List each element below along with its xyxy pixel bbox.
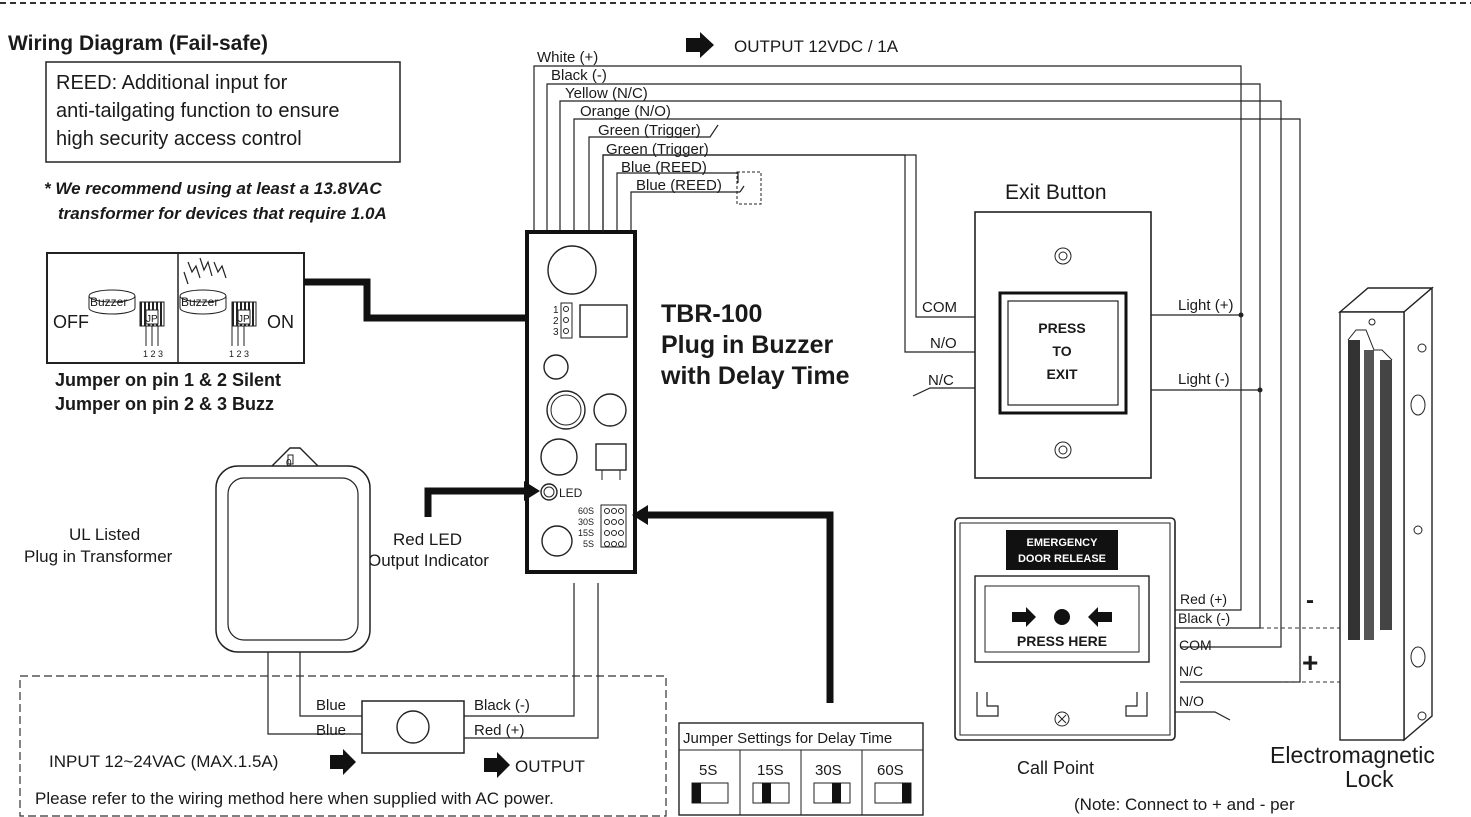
wire-label-orange: Orange (N/O) (580, 103, 671, 120)
svg-text:1: 1 (553, 305, 559, 316)
svg-text:15S: 15S (578, 528, 594, 538)
exit-nc-label: N/C (928, 372, 954, 389)
buzzer-on-icon: Buzzer (179, 257, 227, 315)
jumper-option-label: 60S (877, 762, 904, 779)
cp-red-label: Red (+) (1180, 591, 1227, 607)
cp-nc-label: N/C (1179, 663, 1203, 679)
call-point: EMERGENCY DOOR RELEASE PRESS HERE (954, 517, 1176, 741)
lock-label: Electromagnetic (1270, 742, 1435, 768)
module-subtitle: Plug in Buzzer (661, 331, 834, 359)
red-led-label: Output Indicator (368, 551, 489, 570)
call-point-header: EMERGENCY (1027, 537, 1099, 549)
buzzer-off-icon: Buzzer (88, 289, 136, 315)
svg-text:1 2 3: 1 2 3 (143, 349, 163, 359)
wire-label-black: Black (-) (551, 67, 607, 84)
output-label: OUTPUT 12VDC / 1A (734, 37, 899, 56)
jumper-note-buzz: Jumper on pin 2 & 3 Buzz (55, 394, 274, 414)
lock-label: Lock (1345, 766, 1394, 792)
jumper-option-label: 5S (699, 762, 717, 779)
led-arrow (424, 487, 530, 517)
reed-note-line: high security access control (56, 128, 302, 150)
reed-switch-icon (736, 171, 762, 205)
svg-text:1 2 3: 1 2 3 (229, 349, 249, 359)
off-label: OFF (53, 312, 89, 332)
lock-plus-label: + (1302, 647, 1318, 678)
led-label: LED (559, 486, 583, 500)
svg-text:2: 2 (553, 316, 559, 327)
psu-red-label: Red (+) (474, 722, 524, 739)
ac-power-note: Please refer to the wiring method here w… (35, 789, 554, 808)
wire-label-green-trigger: Green (Trigger) (598, 122, 701, 139)
svg-text:0: 0 (286, 458, 292, 469)
buzzer-jumper-panel: OFF ON Buzzer JP 1 2 3 Buzzer (46, 252, 305, 364)
exit-button-text: PRESS (1038, 320, 1085, 336)
jumper-settings-table: Jumper Settings for Delay Time 5S 15S 30… (678, 722, 924, 816)
wire-label-white: White (+) (537, 49, 598, 66)
jumper-arrow (640, 511, 834, 703)
electromagnetic-lock (1338, 286, 1434, 742)
light-neg-label: Light (-) (1178, 371, 1230, 388)
wire-label-green-trigger: Green (Trigger) (606, 141, 709, 158)
psu-output-label: OUTPUT (515, 757, 585, 776)
psu-blue-label: Blue (316, 697, 346, 714)
lock-minus-label: - (1306, 587, 1314, 614)
transformer-label: UL Listed (69, 525, 140, 544)
svg-text:5S: 5S (583, 539, 594, 549)
diagram-title: Wiring Diagram (Fail-safe) (8, 32, 268, 55)
cp-black-label: Black (-) (1178, 610, 1230, 626)
jumper-off-icon: JP 1 2 3 (139, 301, 165, 359)
cp-no-label: N/O (1179, 693, 1204, 709)
psu-blue-label: Blue (316, 722, 346, 739)
recommend-note: * We recommend using at least a 13.8VAC (44, 179, 382, 198)
jumper-note-silent: Jumper on pin 1 & 2 Silent (55, 370, 281, 390)
output-arrow-icon (484, 752, 510, 778)
svg-text:60S: 60S (578, 506, 594, 516)
module-subtitle: with Delay Time (660, 362, 850, 390)
svg-text:30S: 30S (578, 517, 594, 527)
svg-text:Buzzer: Buzzer (90, 295, 127, 309)
output-arrow-icon (686, 32, 714, 58)
jumper-option-label: 15S (757, 762, 784, 779)
reed-note-box (45, 61, 401, 163)
svg-text:3: 3 (553, 327, 559, 338)
bottom-note: (Note: Connect to + and - per (1074, 795, 1295, 814)
light-pos-label: Light (+) (1178, 297, 1233, 314)
wire-label-blue-reed: Blue (REED) (621, 159, 707, 176)
red-led-label: Red LED (393, 530, 462, 549)
on-label: ON (267, 312, 294, 332)
input-arrow-icon (330, 749, 356, 775)
ac-power-box (19, 675, 667, 817)
press-here-label: PRESS HERE (1017, 633, 1107, 649)
exit-button-text: EXIT (1046, 366, 1078, 382)
exit-com-label: COM (922, 299, 957, 316)
svg-text:Buzzer: Buzzer (181, 295, 218, 309)
jumper-table-title: Jumper Settings for Delay Time (683, 730, 892, 747)
exit-button-text: TO (1052, 343, 1071, 359)
call-point-label: Call Point (1017, 758, 1094, 778)
jumper-option-label: 30S (815, 762, 842, 779)
buzzer-arrow (304, 278, 535, 322)
recommend-note: transformer for devices that require 1.0… (58, 204, 387, 223)
reed-note-line: REED: Additional input for (56, 72, 288, 94)
transformer-label: Plug in Transformer (24, 547, 173, 566)
wire-label-yellow: Yellow (N/C) (565, 85, 648, 102)
svg-text:JP: JP (238, 314, 250, 325)
cp-com-label: COM (1179, 637, 1212, 653)
exit-button-plate: PRESS TO EXIT (974, 211, 1152, 479)
svg-text:JP: JP (146, 314, 158, 325)
exit-button-title: Exit Button (1005, 181, 1107, 204)
tbr100-module: 1 2 3 LED 60S 30S 15S 5S (525, 230, 637, 574)
exit-no-label: N/O (930, 335, 957, 352)
jumper-on-icon: JP 1 2 3 (229, 301, 257, 359)
plug-transformer: 0 (215, 447, 371, 653)
wire-label-blue-reed: Blue (REED) (636, 177, 722, 194)
call-point-header: DOOR RELEASE (1018, 553, 1106, 565)
module-name: TBR-100 (661, 300, 762, 328)
input-label: INPUT 12~24VAC (MAX.1.5A) (49, 752, 278, 771)
psu-black-label: Black (-) (474, 697, 530, 714)
reed-note-line: anti-tailgating function to ensure (56, 100, 340, 122)
